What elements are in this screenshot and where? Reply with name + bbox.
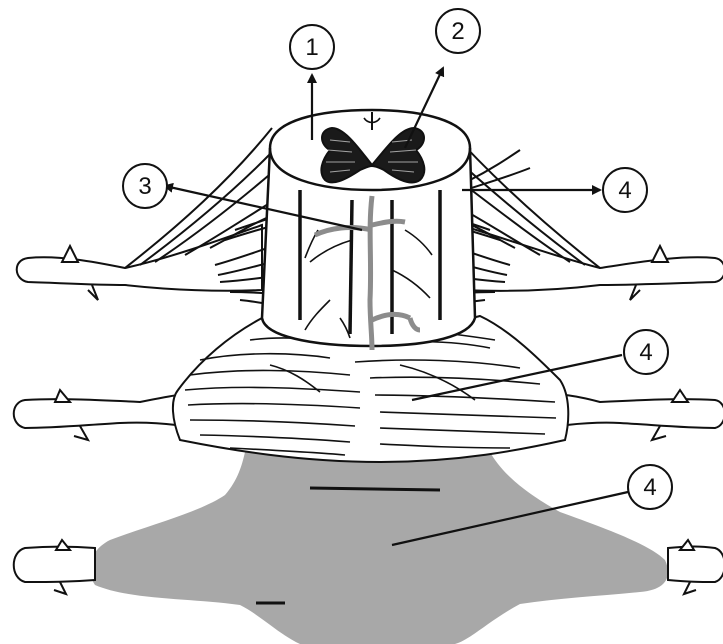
- callout-4-middle: 4: [624, 330, 668, 374]
- callout-4-top: 4: [603, 168, 647, 212]
- svg-text:4: 4: [618, 177, 631, 204]
- svg-text:3: 3: [138, 173, 151, 200]
- svg-text:1: 1: [305, 34, 318, 61]
- callout-1: 1: [290, 25, 334, 69]
- svg-text:2: 2: [451, 18, 464, 45]
- callout-4-bottom: 4: [628, 465, 672, 509]
- outer-gray-layer: [90, 443, 668, 644]
- spinal-cord: [262, 110, 475, 350]
- callout-2: 2: [436, 9, 480, 53]
- svg-text:4: 4: [639, 339, 652, 366]
- callout-3: 3: [123, 164, 167, 208]
- svg-text:4: 4: [643, 474, 656, 501]
